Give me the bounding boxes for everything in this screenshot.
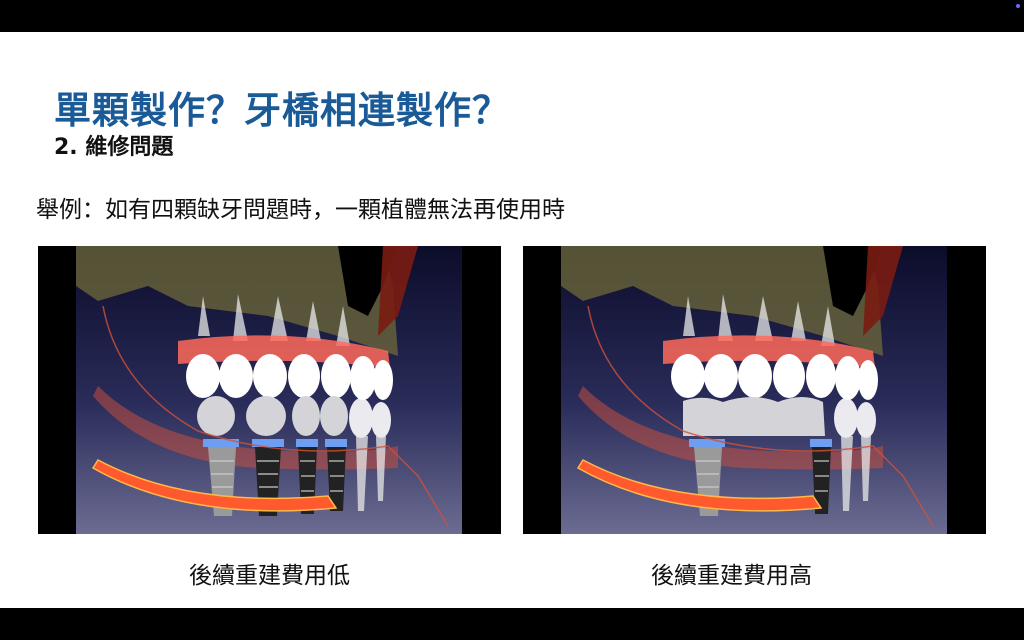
dental-illustration-single: [76, 246, 462, 534]
caption-low-cost: 後續重建費用低: [189, 563, 350, 589]
illustration-single-crowns: [38, 246, 501, 534]
upper-roots: [683, 294, 835, 346]
illustration-bridge: [523, 246, 986, 534]
upper-teeth: [671, 354, 878, 400]
implant-collars: [203, 439, 347, 447]
lower-gum: [93, 386, 398, 470]
bridge-crowns: [683, 397, 825, 436]
slide-subtitle: 2. 維修問題: [54, 135, 174, 160]
upper-roots: [198, 294, 350, 346]
example-text: 舉例：如有四顆缺牙問題時，一顆植體無法再使用時: [36, 197, 565, 223]
lower-gum: [578, 386, 883, 470]
nerve-canal: [91, 459, 338, 512]
implant-collars: [689, 439, 832, 447]
jaw-edge: [378, 246, 418, 336]
nerve-canal: [576, 459, 823, 512]
caption-high-cost: 後續重建費用高: [651, 563, 812, 589]
slide: 單顆製作？牙橋相連製作？ 2. 維修問題 舉例：如有四顆缺牙問題時，一顆植體無法…: [0, 32, 1024, 608]
upper-teeth: [186, 354, 393, 400]
status-dot: [1016, 4, 1020, 8]
lower-crowns: [197, 396, 348, 436]
slide-title: 單顆製作？牙橋相連製作？: [54, 89, 510, 132]
dental-illustration-bridge: [561, 246, 947, 534]
jaw-edge: [863, 246, 903, 336]
